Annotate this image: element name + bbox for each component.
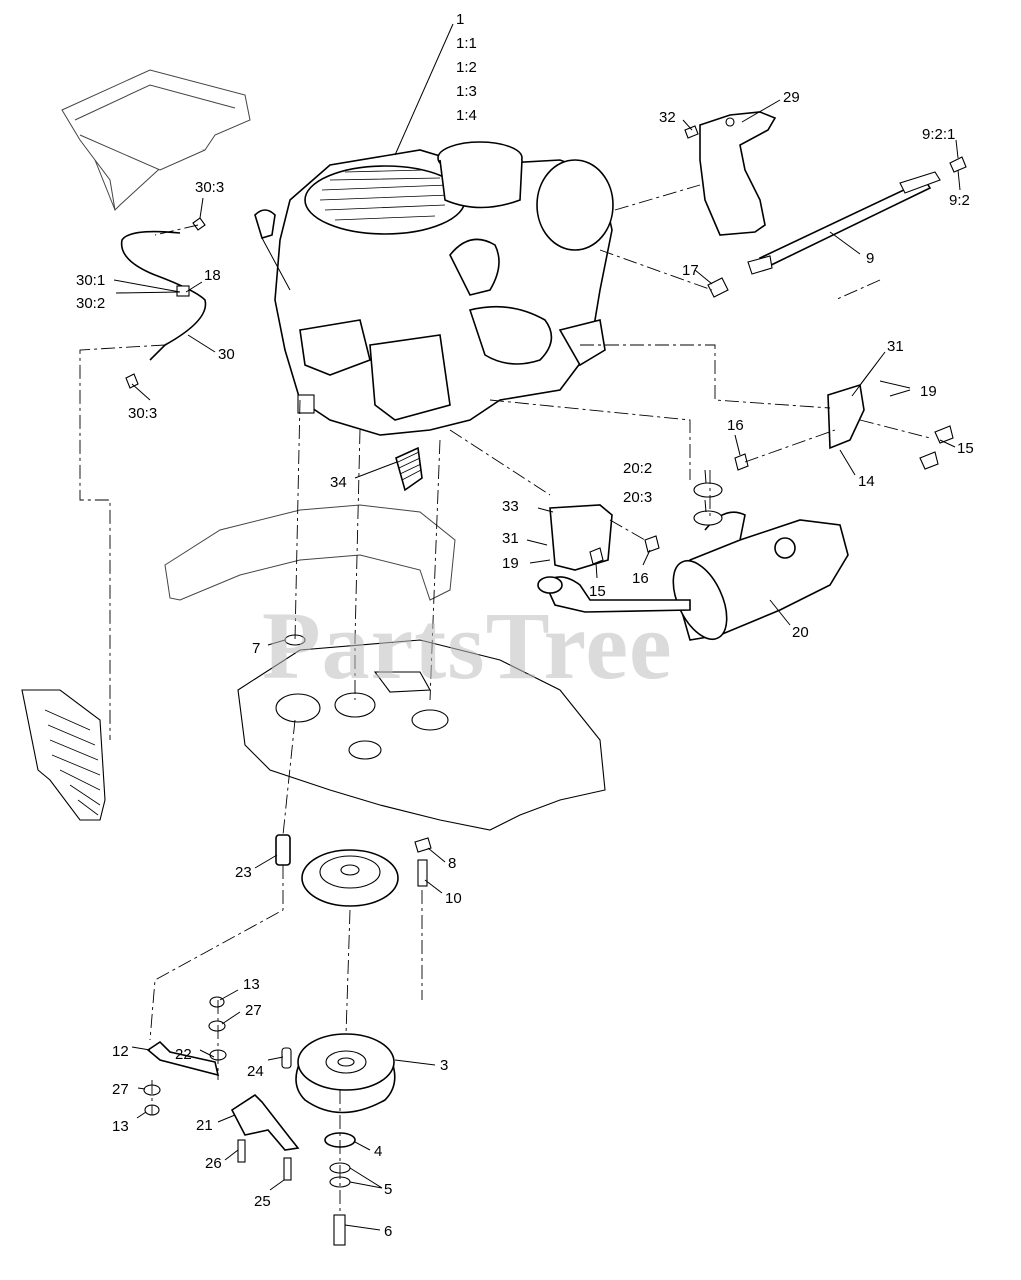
bolt-6 xyxy=(333,1214,346,1246)
callout-30: 30 xyxy=(218,346,235,363)
fitting-17 xyxy=(707,277,729,298)
engine-assembly xyxy=(254,141,614,436)
callout-1-3: 1:3 xyxy=(456,83,477,100)
callout-16b: 16 xyxy=(632,570,649,587)
callout-32: 32 xyxy=(659,109,676,126)
callout-19a: 19 xyxy=(920,383,937,400)
stud-24 xyxy=(281,1047,292,1069)
callout-30-3b: 30:3 xyxy=(128,405,157,422)
callout-12: 12 xyxy=(112,1043,129,1060)
bolt-15b xyxy=(589,547,604,565)
fuel-line xyxy=(120,217,207,389)
callout-29: 29 xyxy=(783,89,800,106)
callout-15b: 15 xyxy=(589,583,606,600)
callout-18: 18 xyxy=(204,267,221,284)
callout-22: 22 xyxy=(175,1046,192,1063)
callout-34: 34 xyxy=(330,474,347,491)
callout-1-1: 1:1 xyxy=(456,35,477,52)
bracket-21 xyxy=(230,1093,300,1151)
callout-labels: 1 1:1 1:2 1:3 1:4 29 32 9:2:1 9:2 9 17 3… xyxy=(76,11,974,1240)
callout-33: 33 xyxy=(502,498,519,515)
assembly-lines xyxy=(79,184,931,1215)
watermark: PartsTree xyxy=(262,592,673,699)
callout-31b: 31 xyxy=(502,530,519,547)
callout-23: 23 xyxy=(235,864,252,881)
callout-15a: 15 xyxy=(957,440,974,457)
callout-6: 6 xyxy=(384,1223,392,1240)
side-frame-ghost xyxy=(21,689,106,821)
callout-9-2-1: 9:2:1 xyxy=(922,126,955,143)
callout-7: 7 xyxy=(252,640,260,657)
callout-5: 5 xyxy=(384,1181,392,1198)
bolt-26 xyxy=(237,1139,246,1163)
callout-27a: 27 xyxy=(245,1002,262,1019)
clamp-16b xyxy=(644,535,660,553)
callout-13b: 13 xyxy=(112,1118,129,1135)
spacer-23 xyxy=(275,834,291,866)
pulley xyxy=(301,849,399,907)
callout-1: 1 xyxy=(456,11,464,28)
callout-3: 3 xyxy=(440,1057,448,1074)
callout-8: 8 xyxy=(448,855,456,872)
breather-rod xyxy=(747,156,967,275)
callout-20-2: 20:2 xyxy=(623,460,652,477)
leader-lines xyxy=(113,23,961,1231)
bolt-10 xyxy=(417,859,428,887)
frame-crossmember-ghost xyxy=(164,504,456,601)
muffler xyxy=(537,482,849,641)
callout-31a: 31 xyxy=(887,338,904,355)
callout-24: 24 xyxy=(247,1063,264,1080)
callout-19b: 19 xyxy=(502,555,519,572)
callout-20: 20 xyxy=(792,624,809,641)
callout-1-2: 1:2 xyxy=(456,59,477,76)
callout-14: 14 xyxy=(858,473,875,490)
clamp-16a xyxy=(734,453,749,471)
callout-26: 26 xyxy=(205,1155,222,1172)
callout-30-3a: 30:3 xyxy=(195,179,224,196)
callout-20-3: 20:3 xyxy=(623,489,652,506)
heat-shield xyxy=(699,111,777,236)
callout-4: 4 xyxy=(374,1143,382,1160)
callout-30-1: 30:1 xyxy=(76,272,105,289)
callout-25: 25 xyxy=(254,1193,271,1210)
callout-9-2: 9:2 xyxy=(949,192,970,209)
callout-10: 10 xyxy=(445,890,462,907)
bolt-25 xyxy=(283,1157,292,1181)
pto-clutch xyxy=(295,1033,396,1114)
idler-arm xyxy=(143,996,227,1116)
callout-21: 21 xyxy=(196,1117,213,1134)
washer-8 xyxy=(414,837,432,853)
callout-27b: 27 xyxy=(112,1081,129,1098)
frame-ghost-top xyxy=(61,69,251,212)
engine-deck-plate xyxy=(237,639,606,831)
callout-16a: 16 xyxy=(727,417,744,434)
callout-30-2: 30:2 xyxy=(76,295,105,312)
bolt-32 xyxy=(684,125,699,139)
callout-1-4: 1:4 xyxy=(456,107,477,124)
callout-17: 17 xyxy=(682,262,699,279)
spring-34 xyxy=(395,446,423,492)
callout-9: 9 xyxy=(866,250,874,267)
callout-13a: 13 xyxy=(243,976,260,993)
muffler-bracket xyxy=(827,383,954,470)
